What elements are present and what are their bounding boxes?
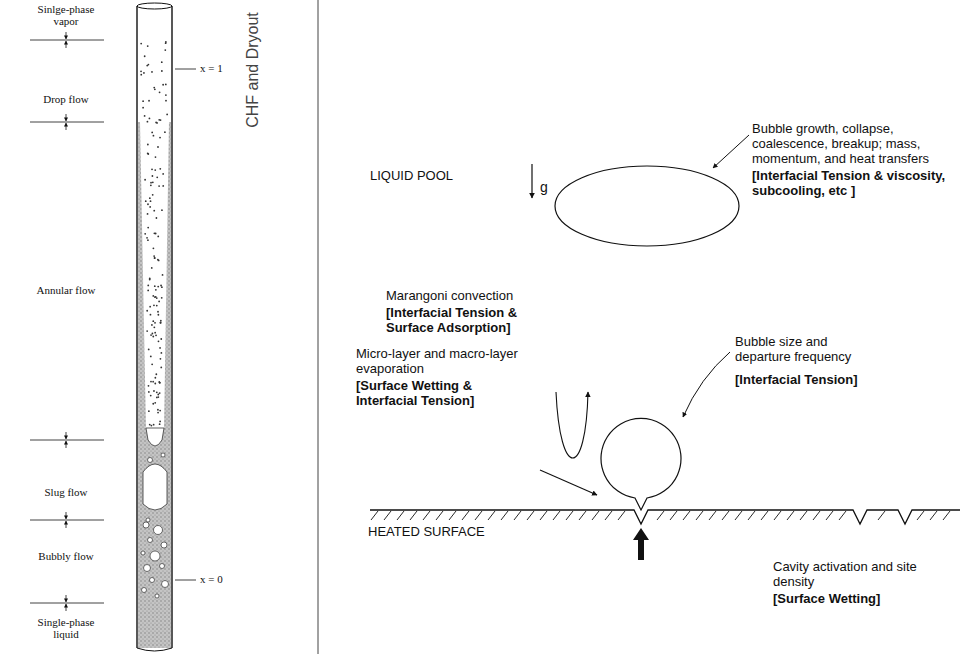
section-title-group: CHF and Dryout	[244, 10, 262, 130]
callout-arrow	[683, 352, 730, 417]
callout-group: Cavity activation and site density [Surfa…	[773, 559, 933, 606]
regime-label-group: Bubbly flow	[16, 550, 116, 562]
callout: Marangoni convection	[386, 288, 564, 303]
section-title: CHF and Dryout	[244, 10, 262, 130]
quality-label-group: x = 0	[200, 573, 223, 585]
callout-group: Marangoni convection [Interfacial Tension…	[386, 288, 564, 335]
property-label: [Interfacial Tension & Surface Adsorptio…	[386, 305, 564, 335]
leader-line	[175, 580, 196, 581]
marangoni-arrow	[556, 392, 588, 458]
regime-label: Drop flow	[16, 93, 116, 105]
property-label: [Interfacial Tension]	[735, 372, 885, 387]
property-label: [Surface Wetting]	[773, 591, 933, 606]
divider	[318, 0, 319, 654]
region-label-group: LIQUID POOL	[370, 168, 453, 183]
pool-bubble	[555, 166, 739, 246]
symbol-label: g	[540, 180, 548, 195]
regime-label: Slug flow	[16, 486, 116, 498]
regime-label-group: Annular flow	[16, 284, 116, 296]
regime-label-group: Drop flow	[16, 93, 116, 105]
regime-label: Sinlge-phase vapor	[26, 3, 106, 27]
heated-surface	[370, 510, 960, 524]
callout: Micro-layer and macro-layer evaporation	[356, 346, 524, 376]
callout: Bubble growth, collapse, coalescence, br…	[752, 121, 954, 166]
regime-label-group: Slug flow	[16, 486, 116, 498]
callout-group: Micro-layer and macro-layer evaporation[…	[356, 346, 524, 408]
regime-label-group: Sinlge-phase vapor	[26, 3, 106, 27]
callout-group: Bubble growth, collapse, coalescence, br…	[752, 121, 954, 198]
regime-label-group: Single-phase liquid	[26, 616, 106, 640]
microlayer-arrow	[540, 470, 597, 495]
leader-line	[175, 69, 196, 70]
heat-arrow	[633, 528, 649, 560]
flow-tube	[137, 3, 172, 651]
quality-label-group: x = 1	[200, 62, 223, 74]
symbol-label-group: g	[540, 180, 548, 195]
callout: Cavity activation and site density	[773, 559, 933, 589]
surface-label-group: HEATED SURFACE	[368, 524, 485, 539]
quality-label: x = 0	[200, 573, 223, 585]
regime-label: Single-phase liquid	[26, 616, 106, 640]
callout: Bubble size and departure frequency	[735, 334, 885, 364]
surface-bubble	[601, 418, 681, 510]
property-label: [Surface Wetting & Interfacial Tension]	[356, 378, 524, 408]
surface-hatching	[371, 511, 950, 520]
region-label: LIQUID POOL	[370, 168, 453, 183]
quality-label: x = 1	[200, 62, 223, 74]
surface-label: HEATED SURFACE	[368, 524, 485, 539]
regime-label: Annular flow	[16, 284, 116, 296]
regime-boundaries	[30, 32, 104, 611]
gravity-arrow	[531, 164, 532, 198]
callout-arrow	[713, 135, 749, 168]
callout-group: Bubble size and departure frequency [Inte…	[735, 334, 885, 387]
regime-label: Bubbly flow	[16, 550, 116, 562]
property-label: [Interfacial Tension & viscosity, subcoo…	[752, 168, 954, 198]
